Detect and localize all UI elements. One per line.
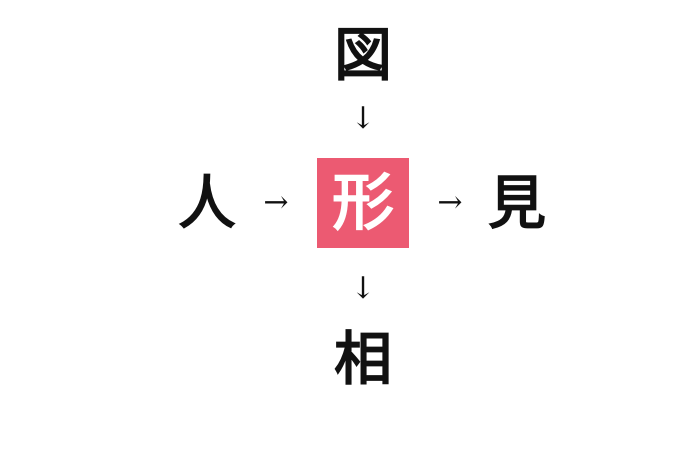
center-kanji: 形 <box>331 166 394 239</box>
top-kanji: 図 <box>333 21 392 89</box>
right-arrow-left-icon: → <box>263 185 289 220</box>
right-arrow-right-icon: → <box>437 185 463 220</box>
left-kanji: 人 <box>177 169 236 237</box>
answer-box: 形 <box>317 158 409 248</box>
right-kanji: 見 <box>487 169 546 237</box>
down-arrow-top-icon: ↓ <box>350 101 376 136</box>
down-arrow-bottom-icon: ↓ <box>350 271 376 306</box>
bottom-kanji: 相 <box>333 325 392 393</box>
